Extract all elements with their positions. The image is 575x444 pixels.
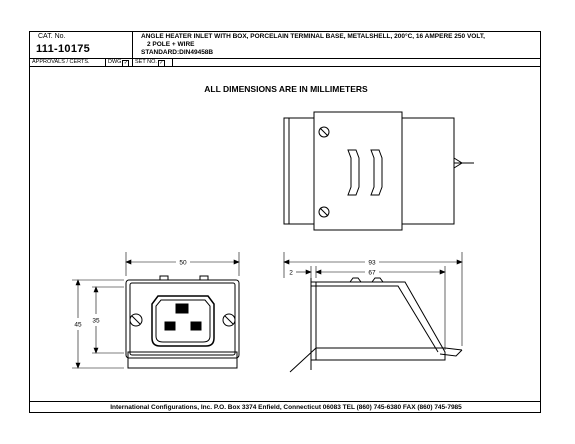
dim-front-width: 50 (179, 260, 187, 267)
dimension-lines (72, 252, 463, 369)
set-check-icon: ✓ (157, 60, 165, 67)
description: ANGLE HEATER INLET WITH BOX, PORCELAIN T… (141, 33, 485, 56)
set-label: SET NO. (135, 59, 157, 65)
description-line-2: 2 POLE + WIRE (147, 40, 195, 48)
title-block-cat: CAT. No. 111-10175 (30, 32, 133, 58)
dim-side-offset: 2 (289, 270, 293, 277)
company-footer: International Configurations, Inc. P.O. … (110, 404, 462, 411)
dim-side-overall: 93 (368, 260, 376, 267)
dwg-label: DWG (108, 59, 122, 65)
dim-side-body: 67 (368, 270, 376, 277)
dim-front-height-outer: 45 (74, 322, 82, 329)
title-block-description: ANGLE HEATER INLET WITH BOX, PORCELAIN T… (133, 32, 540, 58)
side-view (289, 277, 463, 373)
description-line-1: ANGLE HEATER INLET WITH BOX, PORCELAIN T… (141, 33, 485, 40)
front-view (125, 275, 240, 369)
title-block-approvals: APPROVALS / CERTS. DWG✓ SET NO.✓ (30, 58, 540, 67)
dwg-checkbox: DWG✓ (108, 59, 130, 67)
footer-divider (30, 401, 540, 402)
description-line-3: STANDARD:DIN49458B (141, 48, 214, 56)
cat-number: 111-10175 (36, 43, 91, 55)
top-view (283, 111, 474, 231)
approvals-label: APPROVALS / CERTS. (32, 59, 90, 65)
dimensions-note: ALL DIMENSIONS ARE IN MILLIMETERS (204, 84, 368, 94)
dwg-check-icon: ✓ (122, 60, 130, 67)
cat-label: CAT. No. (38, 33, 66, 40)
dim-front-height-inner: 35 (92, 318, 100, 325)
drawing-sheet: CAT. No. 111-10175 ANGLE HEATER INLET WI… (29, 31, 541, 413)
set-checkbox: SET NO.✓ (135, 59, 165, 67)
